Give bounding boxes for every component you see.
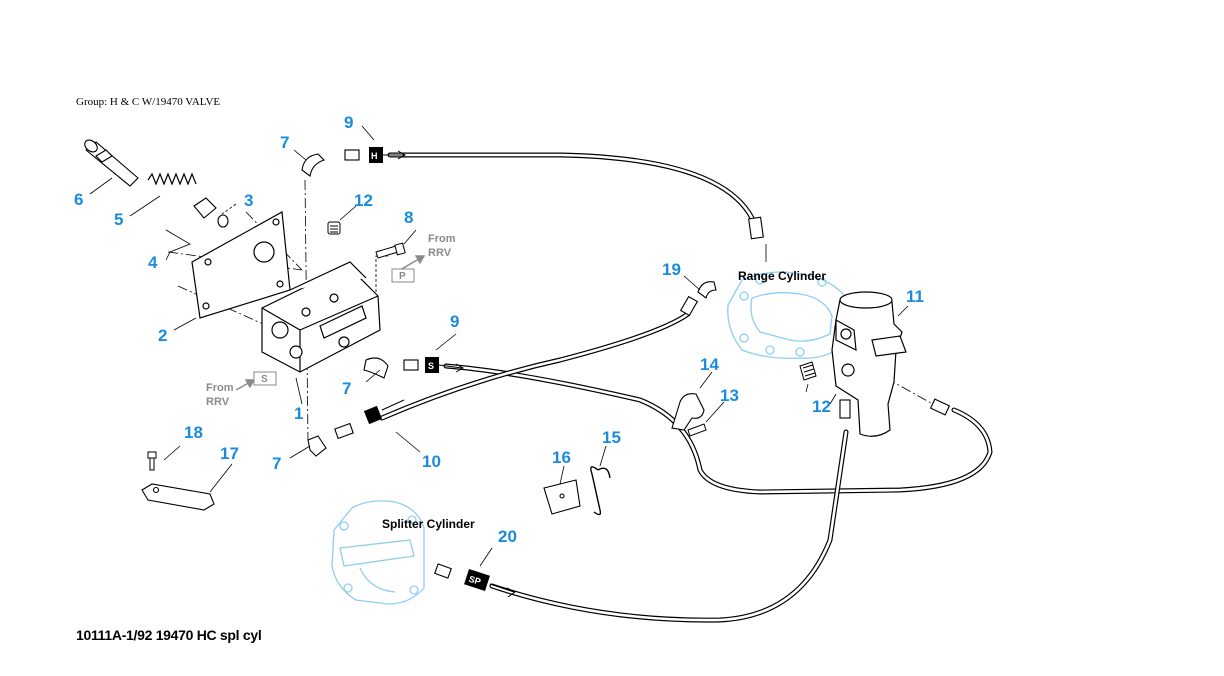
part-16-bracket [543,479,581,515]
part-14-clamp [671,393,705,431]
callout-13: 13 [720,386,739,405]
callout-12-right: 12 [812,397,831,416]
callout-11: 11 [906,287,924,306]
from-rrv-top-line1: From [428,233,456,245]
callout-3: 3 [244,191,253,210]
callout-1: 1 [294,404,303,423]
callout-9-top: 9 [344,113,353,132]
figure-id: 10111A-1/92 19470 HC spl cyl [76,627,262,643]
range-cylinder-outline [727,271,851,359]
part-12-plug-right [799,361,817,381]
svg-text:H: H [371,151,378,161]
callout-7-top: 7 [280,133,289,152]
callout-4: 4 [148,253,158,272]
leader-lines [89,125,909,567]
callout-10: 10 [422,452,441,471]
callout-5: 5 [114,210,123,229]
callout-12-top: 12 [354,191,373,210]
port-boxes [253,268,415,386]
part-7-elbow-top [301,153,326,177]
callout-9-mid: 9 [450,312,459,331]
part-7-elbow-bottom [307,435,327,457]
part-3-plug [193,197,229,228]
callout-7-bottom: 7 [272,454,281,473]
callout-7-mid: 7 [342,379,351,398]
from-rrv-left-line1: From [206,382,234,394]
tag-10 [363,399,405,425]
part-5-spring [147,172,197,186]
part-7-elbow-mid [363,357,389,379]
callouts: 6 5 3 4 2 7 9 12 8 9 7 1 7 10 18 17 19 1… [74,113,924,546]
p-port-leader [375,255,388,292]
range-cylinder-label: Range Cylinder [738,269,826,283]
callout-20: 20 [498,527,517,546]
callout-8: 8 [404,208,413,227]
part-6-pin [84,139,139,187]
part-8-bolt [375,242,406,259]
part-13-bolt [687,423,707,437]
port-p-label: P [399,271,406,282]
splitter-cylinder-outline [331,500,425,605]
from-rrv-arrows [235,255,426,391]
callout-18: 18 [184,423,203,442]
part-19-elbow [697,281,717,299]
part-1-valve-body [261,261,381,373]
from-rrv-left-line2: RRV [206,396,230,408]
callout-2: 2 [158,326,167,345]
callout-15: 15 [602,428,621,447]
callout-17: 17 [220,444,239,463]
callout-19: 19 [662,260,681,279]
callout-14: 14 [700,355,719,374]
part-17-strap [141,483,215,511]
part-18-bolt [147,451,157,471]
tag-h: H [369,147,407,163]
hoses [379,152,993,623]
svg-text:S: S [428,361,434,371]
splitter-cylinder-label: Splitter Cylinder [382,517,475,531]
tag-sp: SP [464,568,516,598]
part-11-valve [831,291,907,437]
from-rrv-top-line2: RRV [428,247,452,259]
part-15-hook [590,466,611,516]
hose-fittings [334,149,951,579]
group-title: Group: H & C W/19470 VALVE [76,96,221,108]
part-12-plug-top [327,221,341,235]
callout-6: 6 [74,190,83,209]
tag-s: S [425,357,465,373]
port-s-label: S [261,374,268,385]
callout-16: 16 [552,448,571,467]
svg-text:SP: SP [468,574,483,587]
